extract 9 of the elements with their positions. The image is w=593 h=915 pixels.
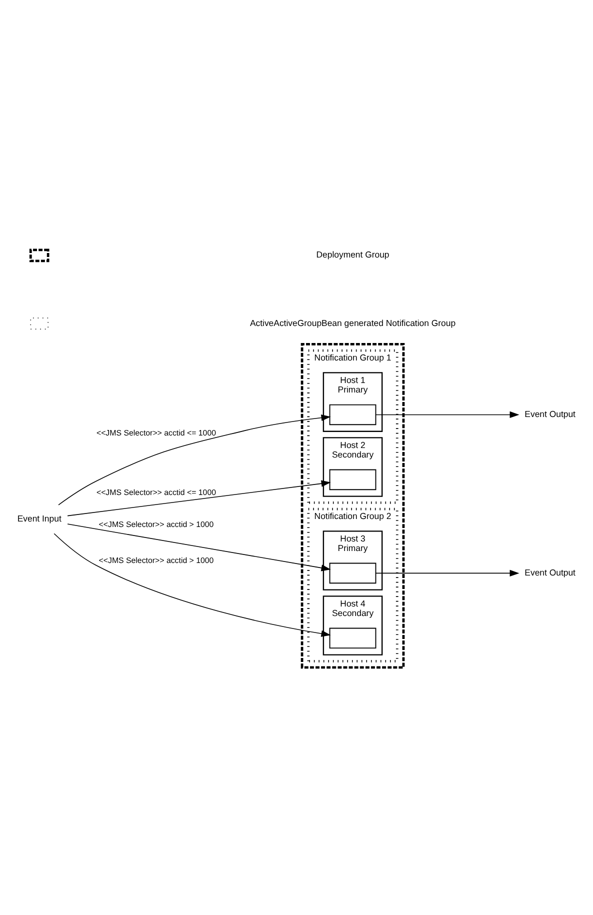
edge-label: <<JMS Selector>> acctid <= 1000 — [96, 488, 216, 497]
edge-label: <<JMS Selector>> acctid > 1000 — [98, 556, 214, 565]
legend-label: ActiveActiveGroupBean generated Notification Group — [250, 318, 456, 328]
node-text: Event Input — [17, 514, 62, 524]
legend-label: Deployment Group — [316, 250, 390, 260]
edge-label: <<JMS Selector>> acctid <= 1000 — [96, 428, 216, 438]
node-text: Event Output — [524, 408, 576, 419]
edge-label: <<JMS Selector>> acctid > 1000 — [98, 520, 214, 530]
node-text: Event Output — [524, 567, 576, 578]
